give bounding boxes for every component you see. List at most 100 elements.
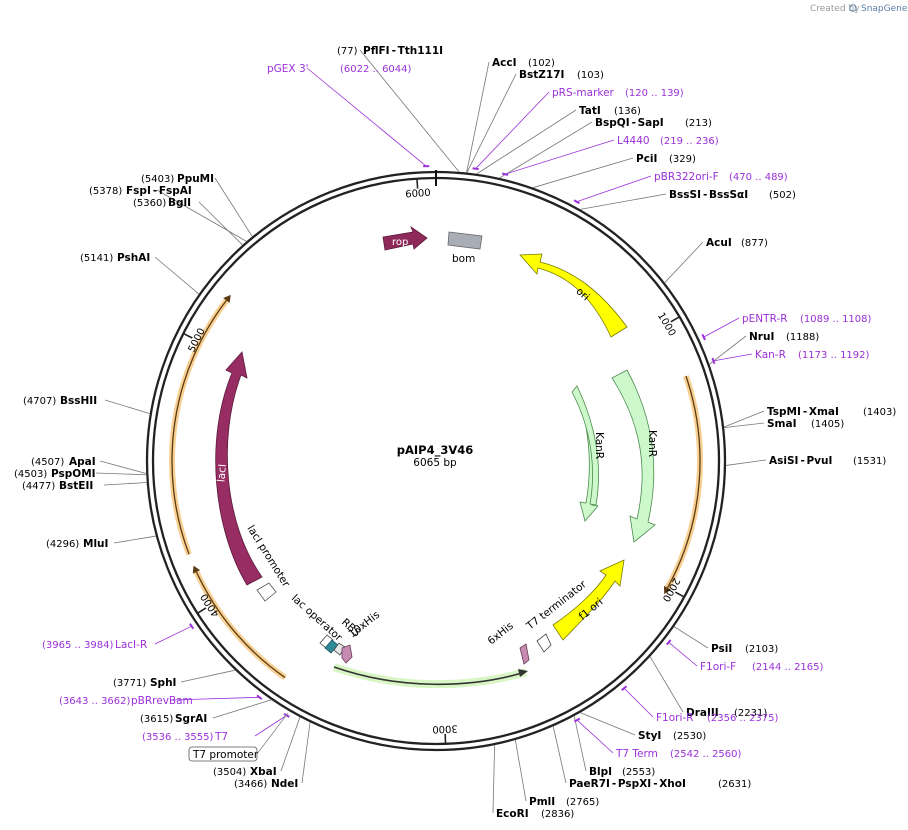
site-ppumi-name[interactable]: PpuMI: [177, 173, 214, 185]
primer-name[interactable]: pENTR-R: [742, 313, 788, 325]
site-tth111i-name[interactable]: Tth111I: [398, 45, 443, 57]
primer-leader-10: [170, 696, 260, 701]
site-bspqi-name[interactable]: BspQI: [595, 117, 630, 129]
site-blpi-name[interactable]: BlpI: [589, 766, 612, 778]
rop-arrow[interactable]: [382, 225, 428, 251]
primer-name[interactable]: F1ori-F: [700, 661, 736, 673]
orange-arc-left-head: [223, 294, 231, 303]
primer-range: (6022 .. 6044): [340, 64, 412, 75]
orange-arc-right-head: [664, 585, 672, 594]
site-tati-name[interactable]: TatI: [579, 105, 601, 117]
site-draiii-position: (2231): [734, 708, 767, 719]
primer-name[interactable]: pRS-marker: [552, 87, 615, 99]
scale-tick-label-3000: 3000: [432, 722, 458, 734]
lac-operator-box[interactable]: [319, 634, 334, 649]
laci-promoter-arrow[interactable]: [256, 582, 277, 602]
site-acci-name[interactable]: AccI: [492, 57, 516, 69]
site-tspmi-name[interactable]: TspMI: [767, 406, 801, 418]
his6-arrow[interactable]: [519, 643, 530, 665]
site-fspai-name[interactable]: FspAI: [159, 185, 192, 197]
primer-name[interactable]: F1ori-R: [656, 712, 693, 724]
site-ecori-name[interactable]: EcoRI: [496, 808, 529, 820]
orange-arc-right: [666, 375, 701, 589]
leader-bspqi: [499, 121, 593, 179]
site-bstz17i-name[interactable]: BstZ17I: [519, 69, 564, 81]
credit-brand: SnapGene: [861, 4, 908, 14]
site-pcii-name[interactable]: PciI: [636, 153, 657, 165]
primers: pGEX 3'(6022 .. 6044)pRS-marker(120 .. 1…: [42, 63, 872, 760]
leader-pcii: [532, 157, 634, 189]
site-bsteii-name[interactable]: BstEII: [59, 480, 93, 492]
site-psii-name[interactable]: PsiI: [711, 643, 732, 655]
site-bstz17i-position: (103): [577, 70, 604, 81]
kanr-outer-arrow[interactable]: [611, 369, 656, 543]
site-pflfi-name[interactable]: PflFI: [363, 45, 390, 57]
site-fspi-name[interactable]: FspI: [126, 185, 151, 197]
scale-tick-6000: [416, 178, 419, 189]
site-pspomi-name[interactable]: PspOMI: [51, 468, 96, 480]
site-mlui-name[interactable]: MluI: [83, 538, 108, 550]
site-styi-name[interactable]: StyI: [638, 730, 661, 742]
primer-name[interactable]: Kan-R: [755, 349, 786, 361]
f1ori-arrow[interactable]: [552, 559, 625, 641]
bom-label: bom: [452, 253, 475, 265]
site-draiii-name[interactable]: DraIII: [686, 707, 719, 719]
scale-tick-label-5000: 5000: [187, 327, 208, 355]
site-bsssi-name[interactable]: BssSI: [669, 189, 701, 201]
primer-name[interactable]: pGEX 3': [267, 63, 309, 75]
site-fspi-position: (5378): [89, 186, 122, 197]
site-acui-name[interactable]: AcuI: [706, 237, 732, 249]
primer-name[interactable]: LacI-R: [115, 639, 147, 651]
his10-arrow[interactable]: [341, 644, 353, 664]
site-pvui-name[interactable]: PvuI: [806, 455, 832, 467]
primer-leader-8: [576, 719, 614, 754]
primer-name[interactable]: T7 Term: [615, 748, 658, 760]
primer-range: (2144 .. 2165): [752, 662, 824, 673]
site-separator: -: [653, 778, 657, 790]
site-sapi-name[interactable]: SapI: [638, 117, 664, 129]
site-paer7i-name[interactable]: PaeR7I: [569, 778, 610, 790]
primer-name[interactable]: pBR322ori-F: [654, 171, 719, 183]
site-xhoi-name[interactable]: XhoI: [659, 778, 686, 790]
primer-leader-0: [306, 67, 427, 167]
site-xbai-name[interactable]: XbaI: [250, 766, 277, 778]
site-pshai-name[interactable]: PshAI: [117, 252, 150, 264]
site-pmli-name[interactable]: PmlI: [529, 796, 555, 808]
laci-arrow[interactable]: [215, 351, 263, 586]
site-smai-name[interactable]: SmaI: [767, 418, 797, 430]
kanr-outer-label: KanR: [646, 430, 658, 457]
site-tati-position: (136): [614, 106, 641, 117]
site-nrui-name[interactable]: NruI: [749, 331, 774, 343]
site-ndei-name[interactable]: NdeI: [271, 778, 298, 790]
site-bsshii-name[interactable]: BssHII: [60, 395, 97, 407]
leader-xbai: [280, 716, 301, 772]
site-apai-name[interactable]: ApaI: [69, 456, 96, 468]
site-pmli-position: (2765): [566, 797, 599, 808]
site-bsshii-position: (4707): [23, 396, 56, 407]
site-xmai-name[interactable]: XmaI: [809, 406, 839, 418]
site-bgli-name[interactable]: BglI: [168, 197, 191, 209]
site-bsssαi-name[interactable]: BssSαI: [709, 189, 748, 201]
orange-arcs: [169, 294, 703, 681]
ori-arrow[interactable]: [519, 253, 628, 338]
snapgene-logo-icon: [849, 4, 857, 12]
site-sphi-name[interactable]: SphI: [150, 677, 176, 689]
leader-acui: [664, 241, 704, 283]
site-pspxi-name[interactable]: PspXI: [618, 778, 651, 790]
plasmid-size: 6065 bp: [413, 457, 457, 469]
scale-tick-label-4000: 4000: [199, 591, 222, 618]
leader-draiii: [649, 656, 684, 713]
site-sgrai-name[interactable]: SgrAI: [175, 713, 207, 725]
primer-leader-2: [504, 139, 615, 175]
primer-marker-1: [472, 167, 479, 171]
primer-name[interactable]: T7: [214, 731, 228, 743]
primer-name[interactable]: L4440: [617, 135, 650, 147]
t7-terminator-arrow[interactable]: [536, 633, 552, 653]
primer-name[interactable]: pBRrevBam: [131, 695, 193, 707]
orange-arc-lower-left: [195, 571, 286, 679]
site-apai-position: (4507): [31, 457, 64, 468]
orange-arc-left: [171, 300, 227, 555]
bom-box[interactable]: [447, 231, 483, 250]
site-asisi-name[interactable]: AsiSI: [769, 455, 798, 467]
